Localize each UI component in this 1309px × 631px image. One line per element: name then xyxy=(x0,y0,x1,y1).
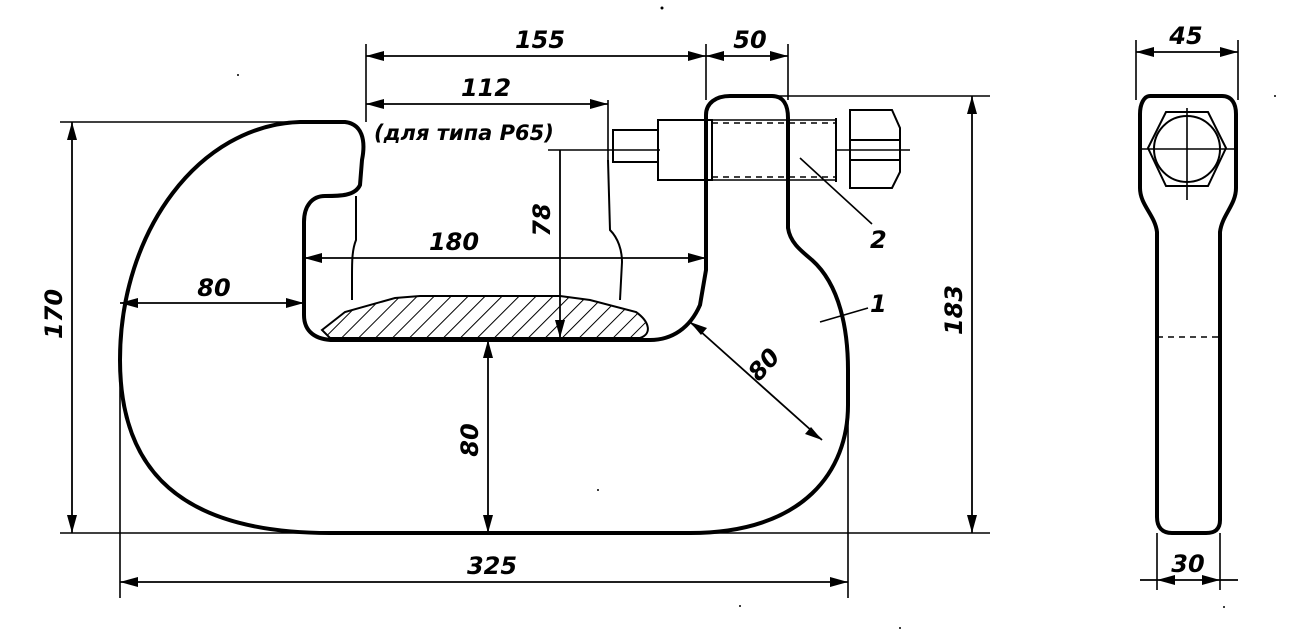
dim-170: 170 xyxy=(40,289,68,339)
clamp-side-view xyxy=(1138,94,1238,535)
clamp-body xyxy=(118,94,850,535)
dim-30: 30 xyxy=(1171,550,1204,578)
dim-112: 112 xyxy=(461,74,511,102)
dim-180: 180 xyxy=(429,228,479,256)
dim-155: 155 xyxy=(515,26,565,54)
dimension-lines xyxy=(60,40,1239,598)
screw-bolt xyxy=(612,109,910,189)
part-label-1: 1 xyxy=(870,290,887,318)
dim-78: 78 xyxy=(528,203,556,236)
dim-45: 45 xyxy=(1168,22,1202,50)
part-label-2: 2 xyxy=(870,226,887,254)
rail-section-hatched xyxy=(320,295,649,339)
dim-80-diagonal: 80 xyxy=(742,343,785,387)
dim-183: 183 xyxy=(940,285,968,335)
dim-80-bottom: 80 xyxy=(456,423,484,456)
dim-80-left: 80 xyxy=(197,274,230,302)
dim-325: 325 xyxy=(467,552,517,580)
dim-50: 50 xyxy=(733,26,766,54)
rail-type-note: (для типа Р65) xyxy=(374,121,554,145)
